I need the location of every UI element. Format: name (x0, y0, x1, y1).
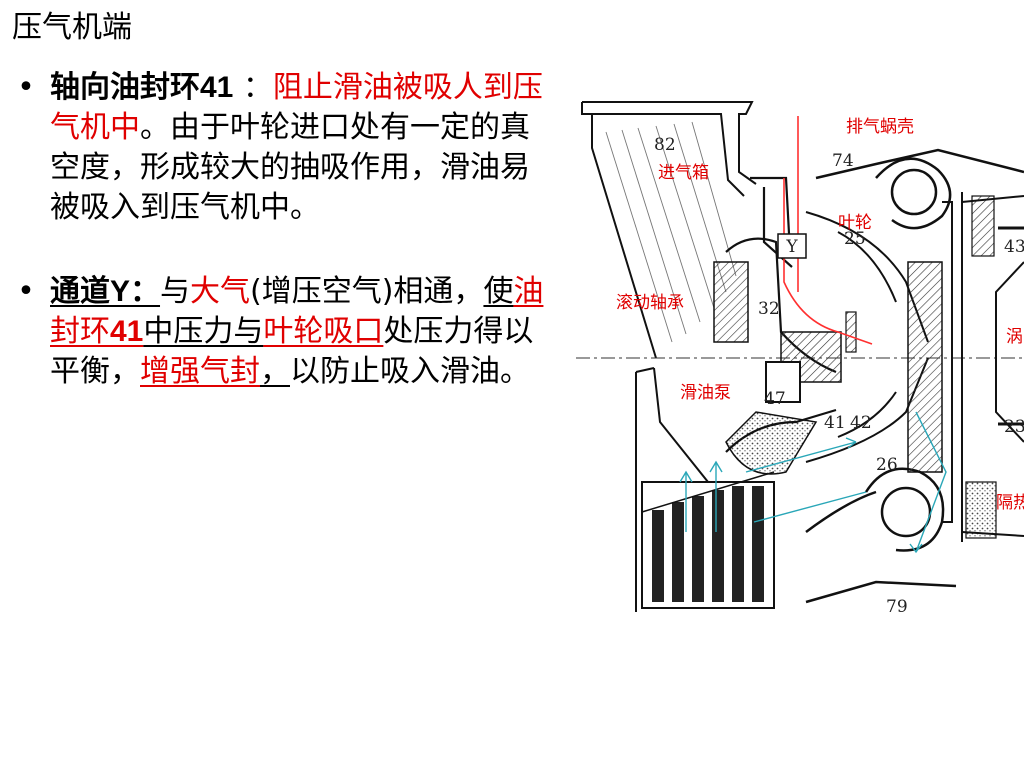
intake-box-outline (581, 101, 757, 359)
bullet2-red-inlet: 叶轮吸口 (263, 314, 384, 349)
bullet2-red-seal: 增强气封 (140, 354, 260, 389)
part-number-79: 79 (886, 597, 908, 614)
channel-y-box (777, 233, 807, 259)
part-number-23: 23 (1004, 417, 1024, 437)
exhaust-volute-top (815, 148, 1024, 230)
part-number-32: 32 (758, 299, 780, 319)
part-number-74: 74 (832, 151, 854, 171)
label-impeller: 叶轮 (838, 213, 872, 233)
bullet2-text-4: 中压力与 (143, 314, 264, 349)
label-oil-pump: 滑油泵 (680, 383, 731, 403)
heat-shield-hatch (971, 195, 995, 257)
part-number-82: 82 (654, 135, 676, 155)
bullet1-lead: 轴向油封环41 (50, 71, 234, 104)
bullet-dot: • (17, 274, 35, 309)
part-number-43: 43 (1004, 237, 1024, 257)
bullet2-text-3: 使 (483, 274, 514, 309)
spacer-ring (845, 311, 857, 353)
impeller-blades (907, 261, 943, 473)
part-number-25: 25 (844, 229, 866, 249)
diagram-svg: Y 进气箱 排气蜗壳 叶轮 滚动轴承 滑油泵 涡 隔热 82 74 25 43 … (576, 101, 1024, 614)
part-number-42: 42 (850, 413, 872, 433)
label-partial-right-1: 涡 (1006, 327, 1023, 347)
label-exhaust-volute: 排气蜗壳 (846, 117, 914, 137)
diffuser-right (942, 192, 1024, 542)
label-rolling-bearing: 滚动轴承 (616, 293, 684, 313)
compressor-cross-section-diagram: Y 进气箱 排气蜗壳 叶轮 滚动轴承 滑油泵 涡 隔热 82 74 25 43 … (576, 92, 1024, 614)
impeller (805, 211, 929, 463)
text-column: • 轴向油封环41 ：阻止滑油被吸人到压气机中。由于叶轮进口处有一定的真空度，形… (14, 68, 554, 392)
bullet2-red-ring: 油封环 (50, 274, 544, 349)
part-number-47: 47 (764, 389, 786, 409)
bullet2-text-1: 与 (160, 274, 191, 309)
bullet2-lead: 通道Y： (50, 275, 161, 308)
bullet2-text-7: 以防止吸入滑油。 (290, 354, 530, 389)
filter-silencer (641, 471, 775, 609)
right-housing (961, 195, 1024, 537)
bullet1-red-text: 阻止滑油被吸人到压气机中 (50, 70, 543, 145)
heat-shield-stipple (965, 481, 997, 539)
bullet2-red-ring-num: 41 (110, 315, 144, 348)
slide-title: 压气机端 (12, 10, 132, 45)
bearing-block (713, 261, 749, 343)
exhaust-volute-bottom (805, 467, 957, 604)
label-intake-box: 进气箱 (658, 163, 709, 183)
red-channel-lines (783, 116, 873, 345)
bullet-channel-y: • 通道Y：与大气(增压空气)相通，使油封环41中压力与叶轮吸口处压力得以平衡，… (14, 272, 554, 392)
pump-gear (765, 361, 801, 403)
flow-arrows (679, 411, 947, 554)
part-number-26: 26 (876, 455, 898, 475)
part-number-41: 41 (824, 413, 846, 433)
bullet2-red-air: 大气 (190, 274, 251, 309)
bullet2-text-6: ， (260, 354, 290, 389)
bullet2-text-5: 处压力得以平衡， (50, 314, 534, 389)
channel-y-label: Y (785, 237, 798, 257)
bullet-oil-seal-ring: • 轴向油封环41 ：阻止滑油被吸人到压气机中。由于叶轮进口处有一定的真空度，形… (14, 68, 554, 228)
bullet-dot: • (17, 70, 35, 105)
label-partial-right-2: 隔热 (996, 493, 1024, 513)
bullet1-rest: 。由于叶轮进口处有一定的真空度，形成较大的抽吸作用，滑油易被吸入到压气机中。 (50, 110, 530, 225)
bullet2-text-2: (增压空气)相通， (250, 274, 484, 309)
bullet1-colon: ： (233, 70, 273, 105)
